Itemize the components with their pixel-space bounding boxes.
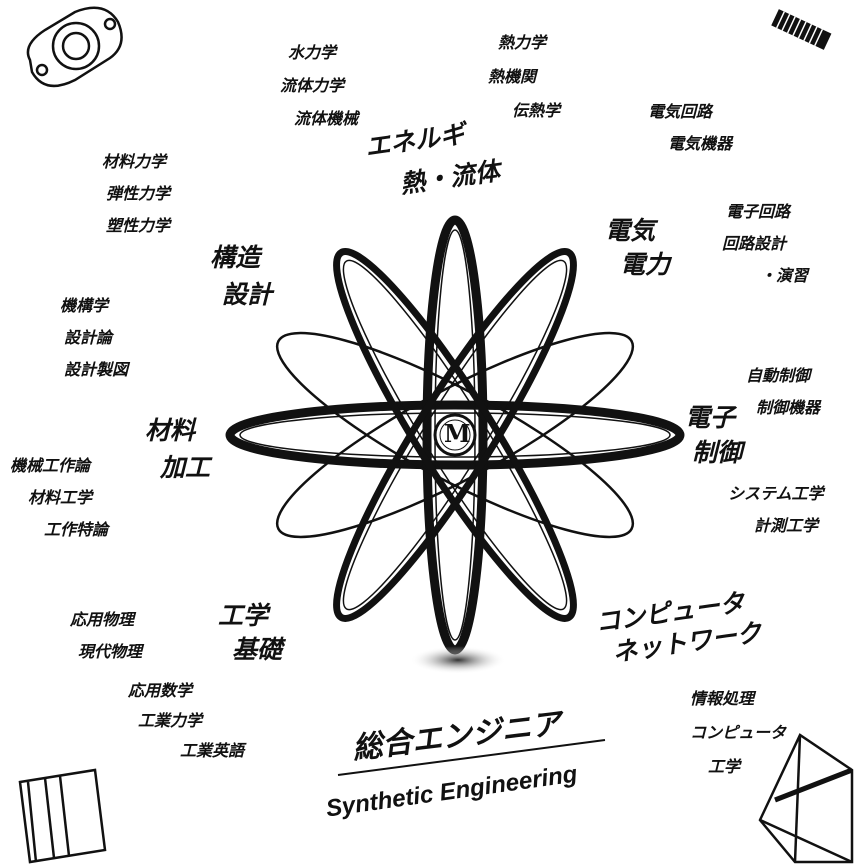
subject-list-fluid: 水力学 流体力学 流体機械 [280,36,358,135]
subject-list-math: 応用数学 工業力学 工業英語 [128,676,244,766]
category-electric: 電気 [605,218,655,243]
subject-list-manufacturing: 機械工作論 材料工学 工作特論 [10,450,108,546]
category-power: 電力 [620,252,670,277]
category-electronics: 電子 [685,405,735,430]
channel-icon [20,770,105,862]
heatsink-icon [771,9,831,50]
subject-list-electronic-circuits: 電子回路 回路設計 ・演習 [722,196,808,292]
category-materials: 材料 [145,418,195,443]
subject-list-mechanics: 材料力学 弾性力学 塑性力学 [102,146,170,242]
category-design: 設計 [222,282,272,307]
category-basics: 基礎 [232,637,282,662]
category-engineering: 工学 [218,603,268,628]
category-processing: 加工 [160,455,210,480]
subject-list-control: 自動制御 制御機器 [742,360,820,424]
subject-list-information: 情報処理 コンピュータ 工学 [690,682,786,784]
shadow-cloud [410,646,506,674]
subject-list-physics: 応用物理 現代物理 [70,604,142,668]
subject-list-systems: システム工学 計測工学 [728,478,824,542]
subject-list-thermo: 熱力学 熱機関 伝熱学 [488,26,560,128]
category-control: 制御 [692,440,742,465]
category-structure: 構造 [210,245,260,270]
flange-icon [28,8,122,86]
subject-list-mechanism: 機構学 設計論 設計製図 [60,290,128,386]
subject-list-circuits: 電気回路 電気機器 [648,96,732,160]
nucleus-letter: M [444,422,471,446]
